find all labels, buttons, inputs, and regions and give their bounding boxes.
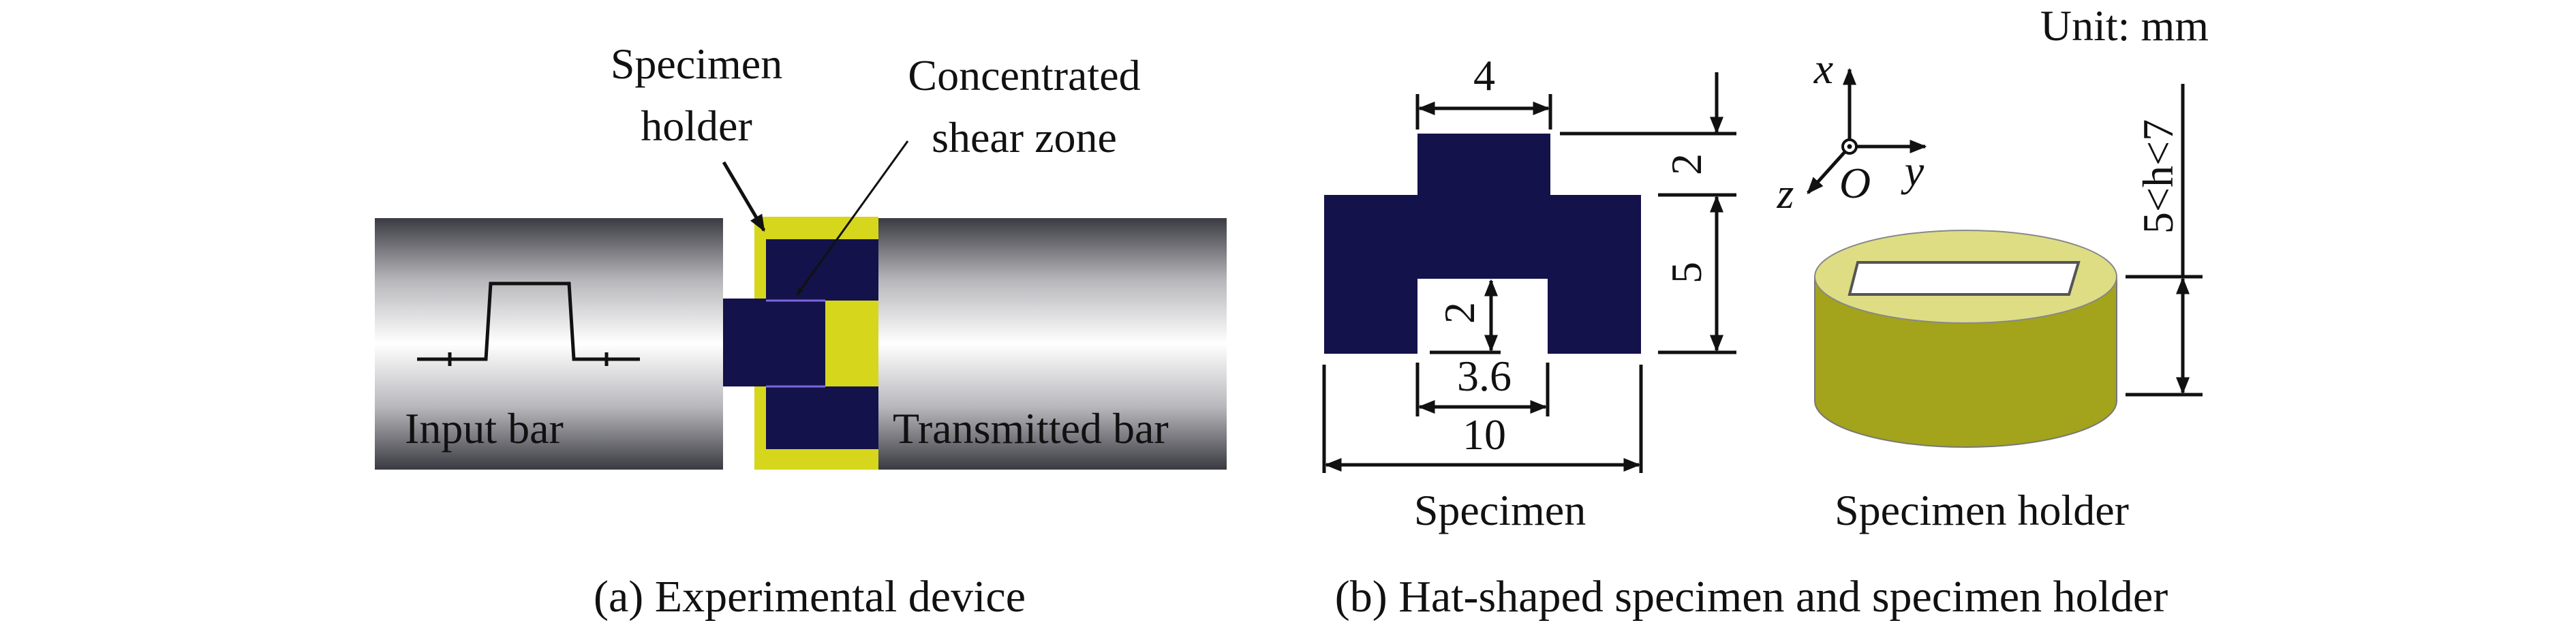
input-bar [375, 218, 723, 470]
specimen-bottom-block [766, 386, 878, 449]
label-input-bar: Input bar [405, 404, 564, 453]
axis-y-label: y [1901, 147, 1925, 195]
specimen-top-block [766, 239, 878, 301]
axis-z-label: z [1777, 169, 1794, 217]
dim-top-width: 4 [1473, 51, 1495, 100]
caption-a: (a) Experimental device [594, 572, 1026, 622]
holder-slot [1847, 261, 2081, 296]
label-shear-zone-1: Concentrated [908, 51, 1140, 100]
transmitted-bar [878, 218, 1227, 470]
dim-body-height: 5 [1662, 262, 1711, 284]
specimen-right-block [1548, 195, 1641, 354]
shear-zone-pointer-arrow [797, 140, 909, 294]
holder-pointer-arrow [722, 161, 766, 232]
panel-a-experimental-device: Specimen holder Concentrated shear zone … [375, 40, 1227, 622]
label-shear-zone-2: shear zone [932, 113, 1117, 162]
dim-holder-height: 5<h<7 [2134, 119, 2182, 234]
unit-label: Unit: mm [2040, 1, 2209, 50]
label-specimen-holder-1: Specimen [611, 40, 782, 88]
label-transmitted-bar: Transmitted bar [893, 404, 1169, 453]
dim-top-height: 2 [1662, 153, 1711, 175]
pulse-signal [417, 281, 640, 361]
specimen-middle-block [723, 299, 825, 386]
coordinate-axes-icon: x y z O [1777, 44, 1927, 217]
dim-inner-gap-height: 2 [1435, 302, 1484, 324]
dim-inner-width: 3.6 [1457, 352, 1512, 400]
axis-x-label: x [1813, 44, 1833, 93]
specimen-holder-cylinder [1814, 230, 2117, 448]
axis-origin-label: O [1839, 159, 1871, 207]
label-specimen: Specimen [1414, 486, 1586, 534]
label-specimen-holder-2: holder [641, 102, 752, 150]
dim-total-width: 10 [1462, 410, 1506, 459]
specimen-left-block [1324, 195, 1417, 354]
label-specimen-holder: Specimen holder [1835, 486, 2129, 534]
caption-b: (b) Hat-shaped specimen and specimen hol… [1335, 572, 2168, 622]
panel-b-specimen: Unit: mm 4 2 5 2 3.6 10 Specimen [1322, 1, 2209, 622]
specimen-top-block [1417, 134, 1550, 279]
